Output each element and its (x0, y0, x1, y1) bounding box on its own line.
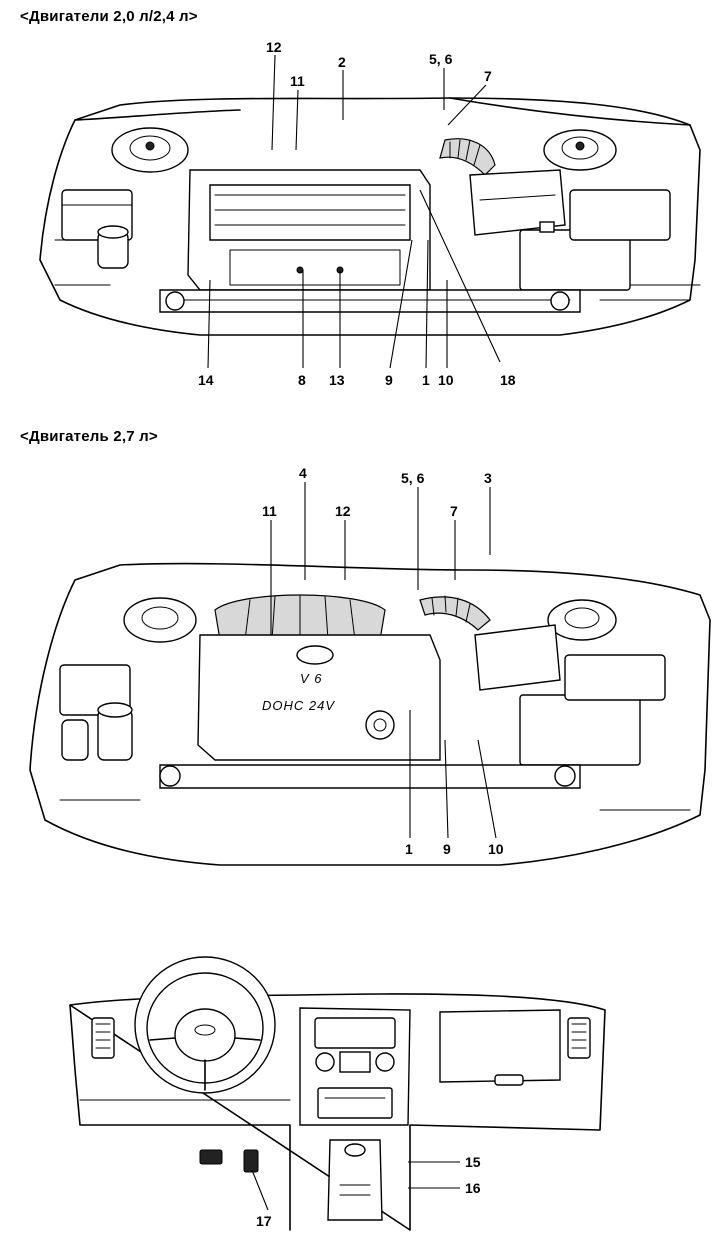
left-air-vent (91, 1017, 115, 1059)
callout-8: 8 (298, 372, 306, 388)
callout-11: 11 (290, 73, 305, 89)
callout-9: 9 (443, 841, 451, 857)
callout-7: 7 (484, 68, 492, 84)
callout-3: 3 (484, 470, 492, 486)
front-radiator-support (159, 764, 581, 789)
air-intake-hose (439, 138, 496, 176)
engine-cover: V 6 DOHC 24V (197, 634, 441, 761)
callout-2: 2 (338, 54, 346, 70)
glove-box (439, 1009, 561, 1086)
left-strut-tower (123, 597, 197, 643)
callout-4: 4 (299, 465, 307, 481)
callout-1: 1 (405, 841, 413, 857)
callout-1: 1 (422, 372, 430, 388)
reservoirs (61, 702, 133, 761)
engine-2-7-heading: <Двигатель 2,7 л> (20, 428, 158, 445)
air-filter-housing (469, 169, 566, 236)
engine-bay-outline (39, 97, 701, 336)
air-intake-hose (419, 595, 491, 631)
left-strut-tower (111, 127, 189, 173)
callout-15: 15 (465, 1154, 481, 1170)
engine-bay-2-7-diagram: V 6 DOHC 24V 4 5, 6 3 11 12 7 1 9 10 (29, 465, 711, 866)
dashboard-outline (69, 993, 606, 1231)
callout-leaders (270, 482, 497, 839)
right-air-vent (567, 1017, 591, 1059)
engine-2-0-2-4-heading: <Двигатели 2,0 л/2,4 л> (20, 8, 198, 25)
callout-leaders (207, 54, 501, 369)
callout-9: 9 (385, 372, 393, 388)
right-strut-tower (547, 599, 617, 641)
right-relay-box (564, 654, 666, 701)
front-radiator-support (159, 289, 581, 313)
callout-16: 16 (465, 1180, 481, 1196)
callout-18: 18 (500, 372, 516, 388)
callout-10: 10 (488, 841, 504, 857)
steering-wheel (134, 956, 276, 1094)
engine-cover-label: DOHC 24V (262, 698, 335, 713)
air-filter-housing (474, 624, 561, 691)
callout-17: 17 (256, 1213, 272, 1229)
right-strut-tower (543, 129, 617, 171)
callout-13: 13 (329, 372, 345, 388)
engine-bay-2-0-2-4-diagram: 12 11 2 5, 6 7 14 8 13 9 1 10 18 (39, 39, 701, 388)
callout-5-6: 5, 6 (429, 51, 453, 67)
battery (519, 694, 641, 766)
gear-shifter (327, 1139, 383, 1221)
callout-7: 7 (450, 503, 458, 519)
callout-14: 14 (198, 372, 214, 388)
pedals (199, 1149, 259, 1173)
callout-5-6: 5, 6 (401, 470, 425, 486)
engine-block (187, 169, 431, 291)
callout-leaders (251, 1161, 460, 1211)
callout-12: 12 (335, 503, 351, 519)
svg-text:V 6: V 6 (300, 671, 323, 686)
center-console (299, 1007, 411, 1126)
engine-bay-outline (29, 562, 711, 866)
callout-11: 11 (262, 503, 277, 519)
right-relay-box (569, 189, 671, 241)
callout-10: 10 (438, 372, 454, 388)
callout-12: 12 (266, 39, 282, 55)
intake-runners (214, 594, 386, 641)
dashboard-diagram: 15 16 17 (69, 956, 606, 1231)
power-steering-reservoir (97, 225, 129, 269)
